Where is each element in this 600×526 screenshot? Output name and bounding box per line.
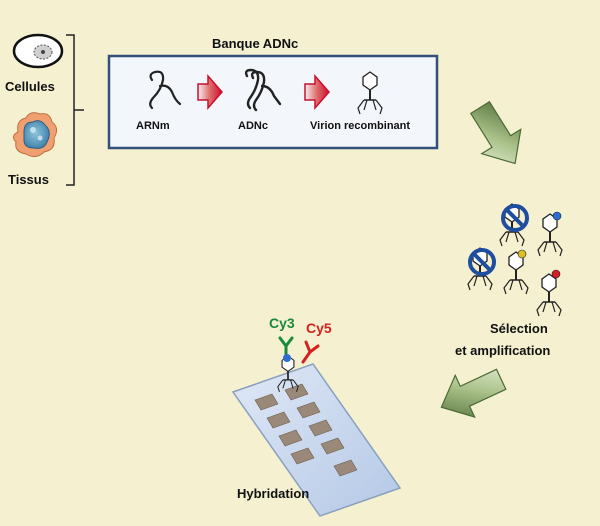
red-arrow-icon (197, 74, 223, 110)
red-arrow-icon (304, 74, 330, 110)
sources-bracket (66, 34, 84, 186)
array-spots (254, 383, 358, 477)
phage-icon (503, 251, 529, 295)
green-arrow-icon (469, 100, 522, 165)
library-title: Banque ADNc (212, 36, 299, 51)
cdna-label: ADNc (238, 120, 268, 132)
cells-label: Cellules (5, 79, 55, 94)
mrna-icon (149, 70, 182, 110)
microarray-slide-icon (231, 363, 402, 517)
hybridization-label: Hybridation (237, 486, 310, 501)
tissues-label: Tissus (8, 172, 49, 187)
amplification-label: et amplification (455, 343, 551, 358)
cy3-label: Cy3 (269, 315, 295, 331)
phage-icon (537, 213, 563, 257)
phage-icon (536, 273, 562, 317)
tissue-icon (12, 112, 58, 158)
cy5-antibody-icon (301, 340, 320, 364)
library-box (107, 54, 439, 150)
virion-label: Virion recombinant (310, 120, 411, 132)
green-arrow-icon (440, 368, 507, 419)
selection-label: Sélection (490, 321, 548, 336)
cy5-label: Cy5 (306, 320, 332, 336)
cy3-antibody-icon (278, 336, 294, 358)
phage-selection-group (467, 203, 563, 317)
mrna-label: ARNm (136, 120, 170, 132)
cdna-icon (244, 68, 282, 112)
cell-icon (12, 33, 64, 69)
